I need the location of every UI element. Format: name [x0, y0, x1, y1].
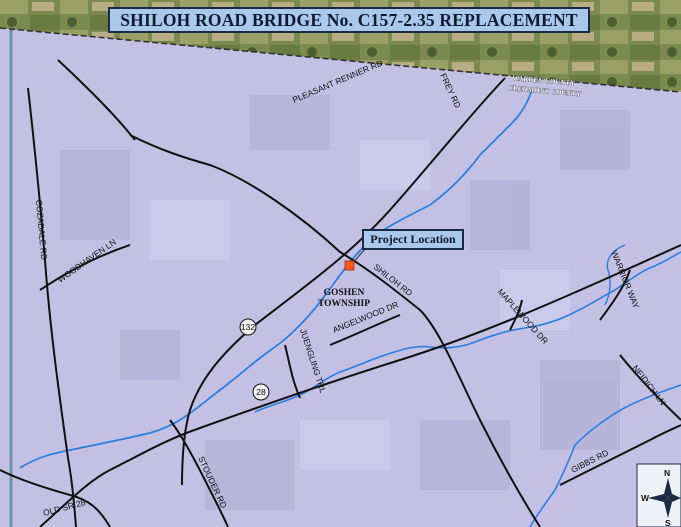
project-location-callout[interactable]: Project Location: [362, 229, 464, 250]
map-title: SHILOH ROAD BRIDGE No. C157-2.35 REPLACE…: [108, 7, 590, 33]
road-frey: [181, 77, 506, 486]
sr28-shield: 28: [252, 383, 270, 401]
compass-rose: N S W: [636, 463, 681, 527]
roads: [0, 59, 681, 527]
road-woodhaven: [39, 244, 131, 291]
field-texture: [60, 95, 630, 510]
field-texture-light: [150, 140, 570, 470]
svg-text:28: 28: [256, 387, 266, 397]
svg-text:132: 132: [241, 322, 255, 332]
road-cozadale: [27, 87, 77, 527]
township-label-line1: GOSHEN: [324, 288, 365, 298]
township-label-line2: TOWNSHIP: [318, 299, 370, 309]
sr132-shield: 132: [239, 318, 257, 336]
stream-main: [19, 87, 533, 469]
road-shiloh: [129, 134, 541, 527]
stream-east: [254, 251, 681, 413]
road-juengling: [284, 344, 301, 399]
road-old-sr28-w: [0, 469, 111, 527]
road-warrior: [599, 269, 631, 321]
road-neidich: [619, 354, 681, 421]
stream-branch-ne: [604, 244, 626, 306]
svg-text:S: S: [665, 518, 671, 527]
county-line: [0, 27, 681, 93]
stream-branch-se: [529, 384, 681, 527]
svg-text:N: N: [664, 468, 670, 478]
road-angelwood: [329, 314, 401, 346]
project-location-marker[interactable]: [344, 260, 355, 271]
svg-text:W: W: [641, 493, 650, 503]
road-old-sr28: [39, 244, 681, 527]
road-cozadale-nw: [57, 59, 136, 141]
road-stouder: [169, 419, 229, 527]
road-maplewood: [509, 299, 523, 331]
road-gibbs: [559, 424, 681, 486]
